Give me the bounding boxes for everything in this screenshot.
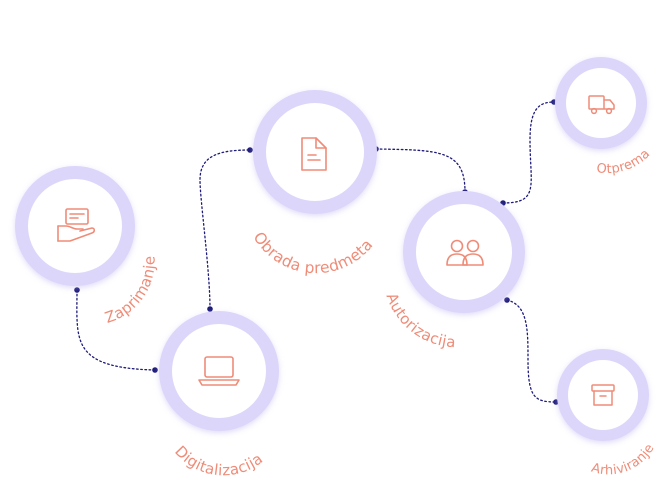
node-obrada-predmeta: Obrada predmeta bbox=[250, 90, 377, 277]
users-icon bbox=[446, 239, 484, 266]
connector-digitalizacija-obrada bbox=[199, 149, 251, 310]
node-zaprimanje: Zaprimanje bbox=[15, 166, 158, 327]
laptop-icon bbox=[198, 356, 240, 386]
svg-text:Otprema: Otprema bbox=[596, 146, 653, 177]
connector-lines bbox=[76, 101, 557, 403]
truck-icon bbox=[588, 95, 615, 115]
svg-text:Obrada predmeta: Obrada predmeta bbox=[250, 229, 377, 278]
node-label-arhiviranje: Arhiviranje bbox=[590, 441, 658, 478]
connector-autorizacija-otprema bbox=[502, 101, 555, 204]
node-arhiviranje: Arhiviranje bbox=[557, 349, 658, 478]
archive-box-icon bbox=[591, 384, 615, 406]
svg-text:Digitalizacija: Digitalizacija bbox=[171, 442, 266, 479]
node-autorizacija: Autorizacija bbox=[382, 191, 525, 351]
connector-autorizacija-arhiviranje bbox=[506, 299, 557, 403]
node-label-digitalizacija: Digitalizacija bbox=[171, 442, 266, 479]
document-icon bbox=[301, 137, 327, 171]
node-otprema: Otprema bbox=[555, 57, 653, 177]
hand-card-icon bbox=[57, 208, 96, 242]
connector-obrada-autorizacija bbox=[375, 148, 466, 193]
node-digitalizacija: Digitalizacija bbox=[159, 311, 279, 479]
svg-text:Arhiviranje: Arhiviranje bbox=[590, 441, 658, 478]
node-label-obrada-predmeta: Obrada predmeta bbox=[250, 229, 377, 278]
connector-zaprimanje-digitalizacija bbox=[76, 289, 156, 371]
node-label-otprema: Otprema bbox=[596, 146, 653, 177]
